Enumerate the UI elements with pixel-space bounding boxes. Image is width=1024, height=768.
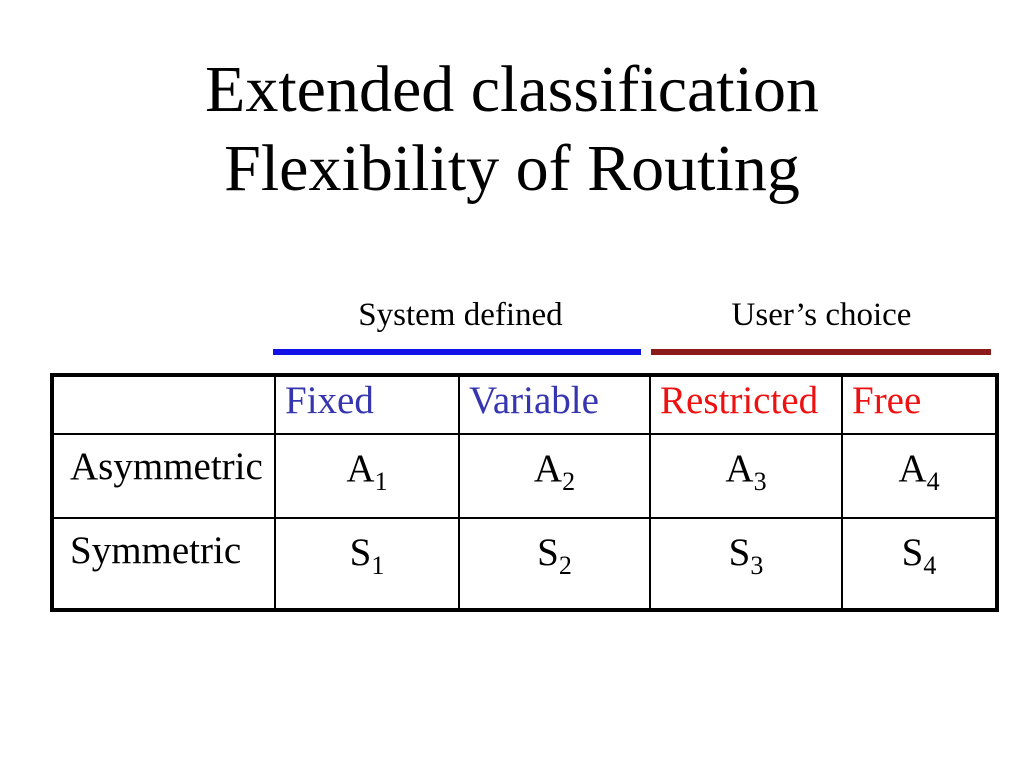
title-line-1: Extended classification [205, 53, 819, 126]
cell-subscript: 3 [750, 550, 764, 580]
cell-subscript: 2 [562, 466, 576, 496]
table-cell-s4: S4 [841, 517, 998, 611]
table-cell-s1: S1 [274, 517, 460, 611]
cell-subscript: 1 [371, 550, 385, 580]
cell-base: S [349, 531, 372, 574]
cell-base: S [537, 531, 559, 574]
table-row-symmetric: Symmetric S1 S2 S3 S4 [51, 517, 998, 611]
cell-base: A [346, 447, 375, 490]
title-line-2: Flexibility of Routing [224, 132, 800, 205]
cell-base: A [725, 447, 754, 490]
slide-title: Extended classification Flexibility of R… [0, 50, 1024, 208]
users-choice-underline [651, 349, 991, 355]
table-row-asymmetric: Asymmetric A1 A2 A3 A4 [51, 433, 998, 519]
system-defined-label: System defined [358, 297, 563, 333]
cell-subscript: 1 [374, 466, 388, 496]
users-choice-label: User’s choice [731, 297, 912, 333]
cell-base: A [533, 447, 563, 490]
header-cell-variable: Variable [458, 374, 651, 435]
table-cell-s2: S2 [458, 517, 651, 611]
cell-base: A [898, 447, 927, 490]
classification-table: Fixed Variable Restricted Free Asymmetri… [50, 373, 999, 612]
system-defined-underline [273, 349, 641, 355]
cell-subscript: 4 [923, 550, 937, 580]
table-header-row: Fixed Variable Restricted Free [51, 374, 998, 435]
table-cell-a3: A3 [649, 433, 843, 519]
table-cell-s3: S3 [649, 517, 843, 611]
cell-subscript: 2 [558, 550, 572, 580]
table-cell-a2: A2 [458, 433, 651, 519]
header-cell-empty [51, 374, 276, 435]
cell-subscript: 4 [926, 466, 940, 496]
header-cell-restricted: Restricted [649, 374, 843, 435]
cell-base: S [901, 531, 924, 574]
table-cell-a1: A1 [274, 433, 460, 519]
header-cell-fixed: Fixed [274, 374, 460, 435]
row-label-symmetric: Symmetric [51, 517, 276, 611]
cell-subscript: 3 [753, 466, 767, 496]
row-label-asymmetric: Asymmetric [51, 433, 276, 519]
table-cell-a4: A4 [841, 433, 998, 519]
header-cell-free: Free [841, 374, 998, 435]
cell-base: S [728, 531, 751, 574]
